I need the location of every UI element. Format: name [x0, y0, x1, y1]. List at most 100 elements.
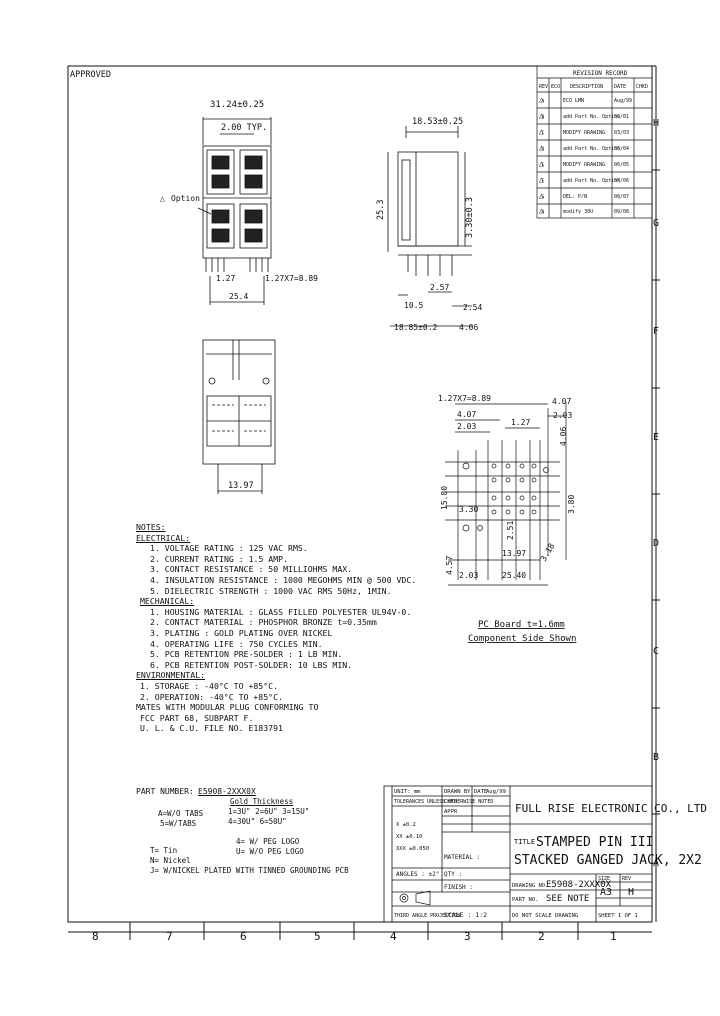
pcb-d9: 2.51	[506, 521, 515, 540]
size-label: SIZE	[598, 876, 610, 882]
rev-row-rev: C	[542, 130, 545, 136]
checked-label: CHKD	[444, 799, 457, 805]
angles-label: ANGLES : ±2°	[396, 871, 439, 878]
zone-number: 3	[464, 930, 471, 943]
finish-label: FINISH :	[444, 884, 473, 891]
part-no-label: PART NO.	[512, 897, 539, 903]
title-block	[383, 785, 653, 923]
notes-title: NOTES:	[136, 522, 166, 532]
pcb-d1: 4.07	[457, 410, 476, 419]
zone-number: 7	[166, 930, 173, 943]
notes-block: NOTES: ELECTRICAL: 1. VOLTAGE RATING : 1…	[136, 522, 416, 734]
approved-label: APPR	[444, 809, 458, 815]
side-lead: 10.5	[404, 301, 423, 310]
rev-row-rev: A	[542, 98, 545, 104]
rev-h-chkd: CHKD	[636, 84, 648, 90]
rev-row-date: 05/04	[614, 146, 629, 152]
zone-letter: D	[653, 538, 659, 549]
pcb-d6: 4.06	[559, 427, 568, 446]
rev-row-rev: B	[542, 114, 545, 120]
rev-row-date: 07/06	[614, 178, 629, 184]
front-width-top: 31.24±0.25	[210, 100, 264, 110]
electrical-3: 3. CONTACT RESISTANCE : 50 MILLIOHMS MAX…	[150, 564, 353, 575]
approved-stamp: APPROVED	[70, 70, 111, 80]
third-angle-projection-icon	[399, 890, 431, 906]
plating-line-2: N= Nickel	[150, 856, 191, 865]
pcb-d13: 25.40	[502, 571, 526, 580]
rev-row-desc: add Part No. Option	[563, 114, 620, 120]
rev-row-date: Aug/99	[614, 98, 632, 104]
electrical-5: 5. DIELECTRIC STRENGTH : 1000 VAC RMS 50…	[150, 585, 392, 596]
bottom-zone-ticks	[129, 922, 579, 940]
rev-row-delta: △	[539, 111, 544, 120]
mates-2: FCC PART 68, SUBPART F.	[140, 712, 254, 723]
front-width-bottom: 25.4	[229, 292, 248, 301]
zone-number: 4	[390, 930, 397, 943]
pcb-d12: 2.03	[459, 571, 478, 580]
rev-row-desc: MODIFY DRAWING	[563, 130, 605, 136]
mechanical-6: 6. PCB RETENTION POST-SOLDER: 10 LBS MIN…	[150, 659, 353, 670]
rev-row-rev: H	[542, 209, 545, 215]
pcb-d3: 2.03	[553, 411, 572, 420]
bottom-view	[202, 339, 276, 494]
rev-row-desc: add Part No. Option	[563, 178, 620, 184]
pcb-d8: 3.30	[459, 505, 478, 514]
gold-line-1: 1=3U" 2=6U" 3=15U"	[228, 807, 310, 816]
mechanical-5: 5. PCB RETENTION PRE-SOLDER : 1 LB MIN.	[150, 649, 343, 660]
zone-letter: E	[653, 432, 659, 443]
pcb-top-pitch: 1.27X7=8.89	[438, 394, 491, 403]
rev-row-date: 08/07	[614, 194, 629, 200]
tabs-line-2: 5=W/TABS	[160, 819, 197, 828]
rev-row-desc: DEL. P/N	[563, 194, 587, 200]
zone-number: 5	[314, 930, 321, 943]
rev-label: REV	[622, 876, 631, 882]
rev-h-eco: ECO	[551, 84, 560, 90]
projection-label: THIRD ANGLE PROJECTION	[394, 913, 460, 919]
electrical-2: 2. CURRENT RATING : 1.5 AMP.	[150, 553, 289, 564]
mechanical-1: 1. HOUSING MATERIAL : GLASS FILLED POLYE…	[150, 606, 412, 617]
front-option-delta: △	[160, 194, 165, 203]
pcb-layout	[445, 402, 567, 586]
pcb-d14: 3.18	[539, 542, 557, 563]
zone-number: 8	[92, 930, 99, 943]
pcb-d4: 1.27	[511, 418, 530, 427]
tolerance-label: TOLERANCES UNLESS OTHERWISE NOTED	[394, 799, 493, 805]
material-label: MATERIAL :	[444, 854, 480, 861]
side-row-a: 2.57	[430, 283, 449, 292]
qty-label: QTY :	[444, 871, 462, 878]
zone-letter: C	[653, 646, 659, 657]
tolerance-2: XX ±0.10	[396, 834, 423, 840]
electrical-1: 1. VOLTAGE RATING : 125 VAC RMS.	[150, 543, 308, 554]
drawn-by-label: DRAWN BY	[444, 789, 471, 795]
front-pitch: 2.00 TYP.	[221, 123, 267, 133]
rev-row-delta: △	[539, 159, 544, 168]
date-value: Aug/99	[486, 789, 506, 795]
rev-row-rev: E	[542, 162, 545, 168]
rev-row-delta: △	[539, 175, 544, 184]
rev-row-desc: MODIFY DRAWING	[563, 162, 605, 168]
rev-row-date: 09/08	[614, 209, 629, 215]
title-line-2: STACKED GANGED JACK, 2X2	[514, 853, 702, 868]
front-pin-pitch: 1.27	[216, 274, 235, 283]
tabs-line-1: A=W/O TABS	[158, 809, 204, 818]
pcb-left-h: 15.80	[440, 486, 449, 510]
pcb-d7: 3.80	[567, 495, 576, 514]
title-line-1: STAMPED PIN III	[536, 835, 653, 850]
title-label: TITLE	[514, 838, 535, 846]
zone-letter: B	[653, 752, 659, 763]
rev-row-delta: △	[539, 127, 544, 136]
company-name: FULL RISE ELECTRONIC CO., LTD	[515, 802, 707, 815]
pcb-board-note: PC Board t=1.6mm	[478, 620, 565, 630]
zone-letter: A	[653, 858, 659, 869]
electrical-4: 4. INSULATION RESISTANCE : 1000 MEGOHMS …	[150, 574, 417, 585]
electrical-title: ELECTRICAL:	[136, 532, 191, 543]
part-number: E5908-2XXX0X	[198, 787, 256, 796]
rev-row-desc: modify 30U	[563, 209, 593, 215]
rev-row-rev: D	[542, 146, 545, 152]
right-zone-ticks	[652, 169, 660, 815]
revision-table	[536, 65, 653, 219]
gold-title: Gold Thickness	[230, 797, 294, 806]
